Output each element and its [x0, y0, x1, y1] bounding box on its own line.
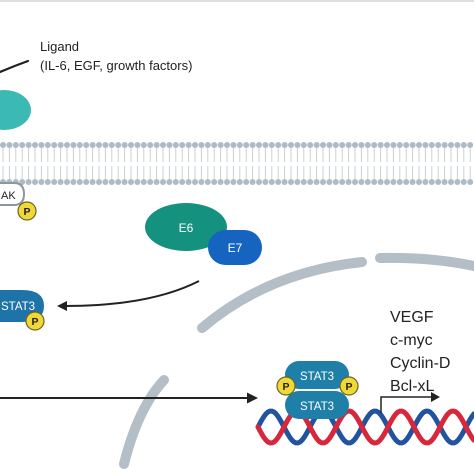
stat3-dimer-bottom-label: STAT3	[300, 401, 334, 413]
cytoplasmic-stat3-phospho-label: P	[31, 316, 38, 328]
e6-label: E6	[179, 221, 194, 235]
target-gene: c-myc	[390, 332, 433, 349]
ligand-detail-label: (IL-6, EGF, growth factors)	[40, 58, 192, 73]
stat3-dimer-top-label: STAT3	[300, 371, 334, 383]
stat3-dimer-top	[285, 361, 349, 389]
dimer-phospho-right-label: P	[345, 381, 352, 393]
jak-receptor	[0, 182, 26, 206]
dimer-phospho-right	[339, 376, 359, 396]
target-gene: VEGF	[390, 309, 434, 326]
dimer-phospho-left-label: P	[282, 381, 289, 393]
cytoplasmic-stat3-label: STAT3	[1, 301, 35, 313]
translocation-arrowhead	[247, 392, 258, 404]
e7-label: E7	[228, 241, 243, 255]
target-gene: Bcl-xL	[390, 378, 435, 395]
ligand-pointer-line	[0, 59, 30, 74]
transcription-arrow	[380, 396, 432, 413]
jak-label: AK	[1, 190, 16, 202]
ligand-label: Ligand	[40, 39, 79, 54]
stat3-dimer-bottom	[285, 391, 349, 419]
e6-inhibition-arrow	[64, 280, 200, 307]
transcription-arrowhead	[431, 392, 440, 402]
cytoplasmic-stat3-phospho	[25, 311, 45, 331]
cell-membrane	[0, 142, 474, 185]
jak-phospho-label: P	[23, 206, 30, 218]
ligand-shape	[0, 90, 31, 130]
target-gene: Cyclin-D	[390, 355, 450, 372]
jak-phospho-badge	[17, 201, 37, 221]
e6-protein	[145, 203, 227, 251]
e7-protein	[208, 230, 262, 265]
dimer-phospho-left	[276, 376, 296, 396]
nuclear-envelope	[119, 252, 474, 469]
e6-arrowhead	[57, 301, 67, 311]
